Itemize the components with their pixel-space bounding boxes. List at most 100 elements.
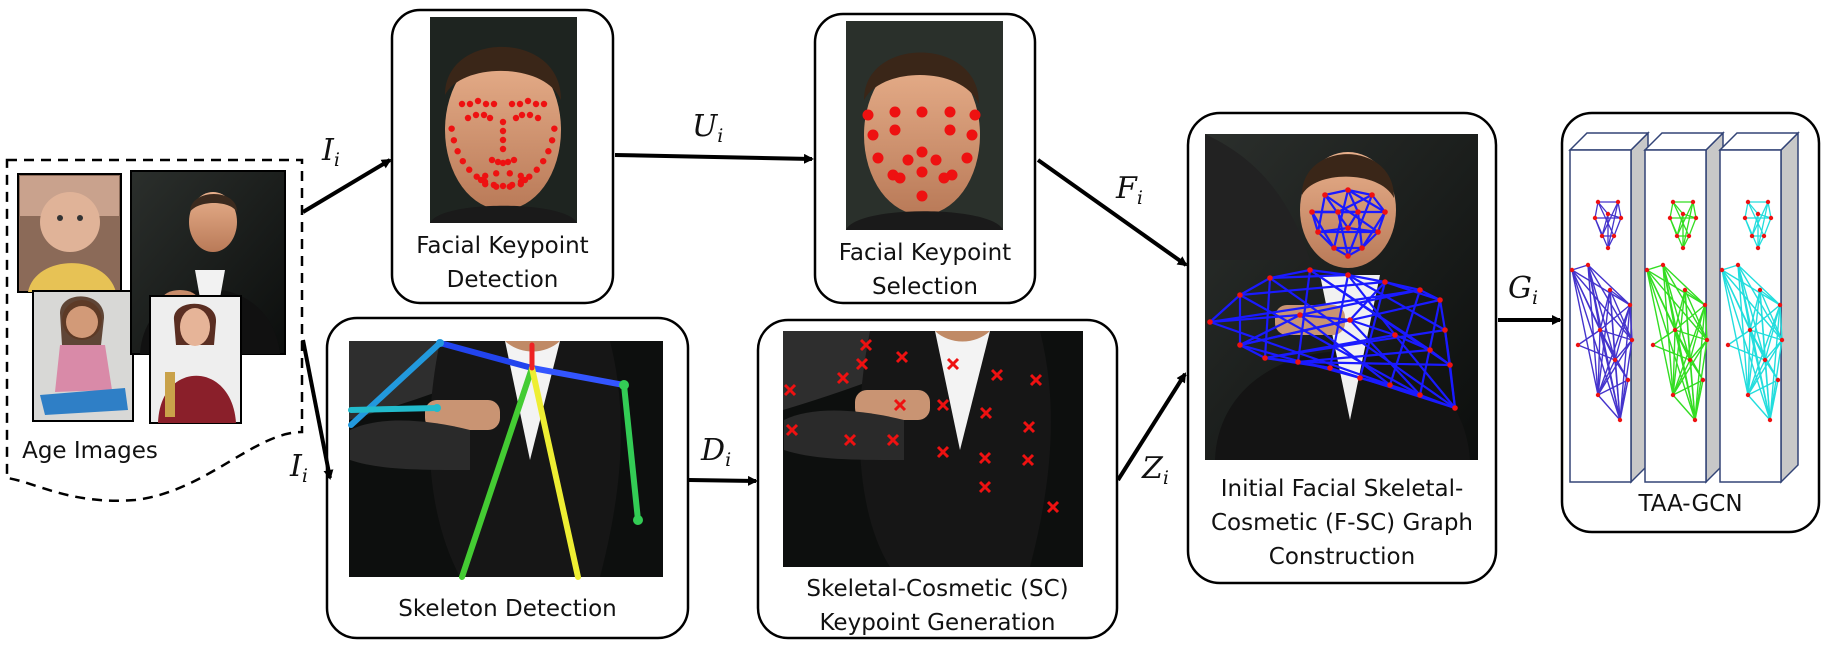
keypoint-dot (482, 180, 489, 188)
graph-node (1452, 405, 1458, 411)
skeleton-photo (349, 341, 663, 577)
keypoint-dot (534, 114, 542, 122)
edge-subscript: i (1136, 187, 1143, 209)
facial-selection-label-line2: Selection (872, 274, 978, 300)
keypoint-dot (966, 129, 978, 141)
keypoint-dot (872, 152, 884, 164)
keypoint-dot (508, 100, 516, 108)
keypoint-dot (474, 97, 482, 105)
keypoint-dot (493, 170, 500, 177)
keypoint-dot (448, 125, 455, 132)
facial-detection-label-line1: Facial Keypoint (416, 233, 589, 259)
girl-photo (32, 290, 134, 422)
fsc-graph-label-line1: Initial Facial Skeletal- (1220, 476, 1464, 502)
facial-detection-keypoints (448, 97, 558, 190)
sc-keypoint-marker (785, 423, 799, 437)
edge-label-selection-to-graph: Fi (1116, 174, 1143, 213)
edge-label-graph-to-gcn: Gi (1508, 274, 1538, 313)
skeleton-detection-label: Skeleton Detection (327, 592, 688, 626)
sc-keypoint-marker (978, 451, 992, 465)
taa-gcn-layers (1568, 131, 1800, 484)
keypoint-dot (477, 176, 485, 184)
graph-node (1382, 279, 1388, 285)
arrow-selection-to-graph (1036, 158, 1188, 267)
fsc-graph-label: Initial Facial Skeletal- Cosmetic (F-SC)… (1188, 472, 1496, 574)
keypoint-dot (889, 124, 901, 136)
keypoint-dot (488, 156, 496, 164)
edge-symbol: I (322, 133, 334, 168)
keypoint-dot (516, 100, 524, 108)
sc-keypoint-marker (1046, 500, 1060, 514)
keypoint-dot (480, 111, 488, 119)
baby-photo (17, 173, 122, 293)
arrows (301, 153, 1562, 486)
fsc-graph-photo (1205, 134, 1478, 460)
keypoint-dot (458, 100, 466, 108)
sc-keypoint-marker (978, 480, 992, 494)
graph-node (1335, 209, 1341, 215)
keypoint-dot (517, 172, 524, 180)
graph-node (1237, 292, 1243, 298)
sc-keypoint-marker (979, 406, 993, 420)
sc-keypoint-marker (946, 357, 960, 371)
graph-node (1437, 297, 1443, 303)
edge-subscript: i (717, 125, 724, 147)
sc-keypoint-marker (936, 445, 950, 459)
edge-label-input-to-facial: Ii (322, 136, 340, 175)
graph-node (1355, 209, 1361, 215)
keypoint-dot (524, 97, 532, 105)
sc-generation-label: Skeletal-Cosmetic (SC) Keypoint Generati… (758, 572, 1117, 640)
keypoint-dot (862, 109, 874, 121)
keypoint-dot (521, 176, 529, 184)
facial-detection-photo (430, 17, 577, 223)
keypoint-dot (499, 182, 507, 190)
keypoint-dot (540, 100, 548, 108)
graph-node (1267, 275, 1273, 281)
sc-generation-photo (783, 331, 1083, 567)
keypoint-dot (459, 157, 467, 165)
facial-detection-label-line2: Detection (446, 267, 559, 293)
keypoint-dot (473, 173, 480, 180)
edge-symbol: U (692, 109, 718, 144)
graph-node (1345, 187, 1351, 193)
sc-keypoint-marker (936, 398, 950, 412)
graph-node (1309, 209, 1315, 215)
keypoint-dot (454, 148, 461, 155)
keypoint-dot (466, 100, 474, 108)
keypoint-dot (464, 114, 472, 122)
keypoint-dot (894, 172, 906, 184)
edge-symbol: Z (1142, 451, 1163, 486)
keypoint-dot (482, 100, 490, 108)
age-images-dashed-region (5, 158, 304, 502)
graph-node (1307, 267, 1313, 273)
edge-subscript: i (1531, 287, 1539, 309)
graph-node (1295, 359, 1301, 365)
edge-symbol: F (1116, 171, 1137, 206)
keypoint-dot (533, 166, 540, 173)
keypoint-dot (494, 158, 502, 166)
sc-keypoint-marker (990, 368, 1004, 382)
keypoint-dot (499, 159, 507, 167)
facial-detection-label: Facial Keypoint Detection (392, 229, 613, 297)
keypoint-dot (486, 114, 494, 122)
edge-subscript: i (1162, 467, 1169, 489)
keypoint-dot (548, 137, 556, 144)
facial-selection-label: Facial Keypoint Selection (815, 236, 1035, 304)
sc-generation-label-line2: Keypoint Generation (819, 610, 1056, 636)
graph-node (1327, 365, 1333, 371)
sc-generated-keypoints (783, 338, 1060, 514)
facial-selection-label-line1: Facial Keypoint (838, 240, 1012, 266)
keypoint-dot (506, 170, 513, 177)
facial-selection-keypoints (862, 106, 981, 202)
graph-node (1442, 327, 1448, 333)
graph-node (1237, 342, 1243, 348)
keypoint-dot (916, 166, 928, 178)
sc-keypoint-marker (1021, 453, 1035, 467)
graph-node (1417, 287, 1423, 293)
sc-keypoint-marker (886, 433, 900, 447)
skeleton-lines (348, 339, 643, 580)
graph-node (1345, 253, 1351, 259)
arrow-input-to-facial (301, 158, 392, 214)
keypoint-dot (889, 106, 901, 118)
